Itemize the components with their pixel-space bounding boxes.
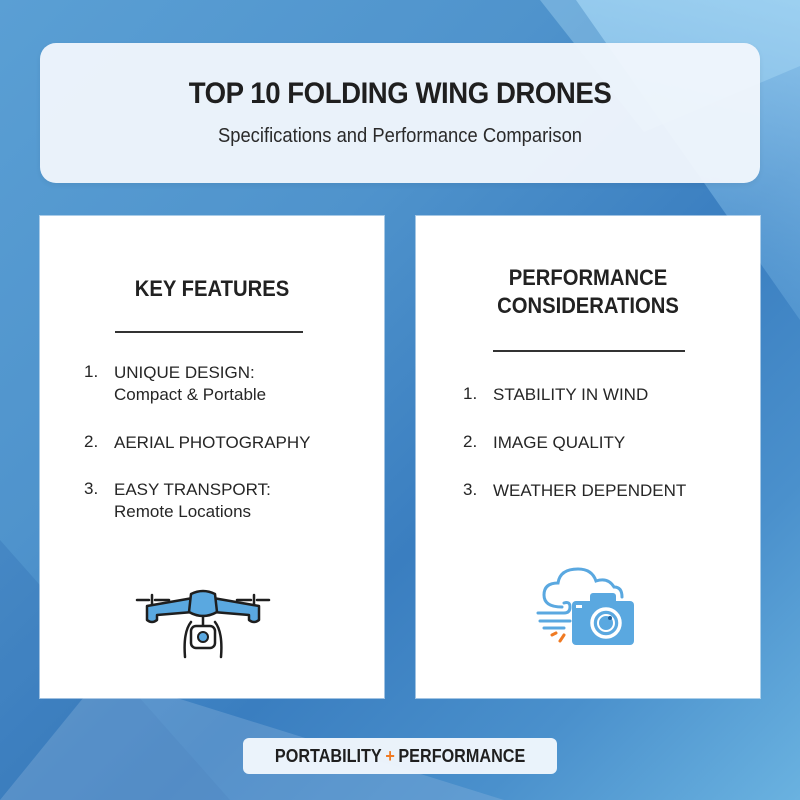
footer-badge: PORTABILITY+PERFORMANCE: [243, 738, 557, 774]
plus-icon: +: [385, 746, 395, 766]
list-item: 2. AERIAL PHOTOGRAPHY: [84, 432, 311, 454]
list-item: 3. EASY TRANSPORT: Remote Locations: [84, 479, 311, 523]
key-features-panel: KEY FEATURES 1. UNIQUE DESIGN: Compact &…: [40, 216, 384, 698]
list-item: 2. IMAGE QUALITY: [463, 432, 686, 454]
list-number: 1.: [84, 362, 99, 381]
list-number: 2.: [463, 432, 478, 451]
header-card: TOP 10 FOLDING WING DRONES Specification…: [40, 43, 760, 183]
list-sublabel: Remote Locations: [114, 502, 252, 521]
drone-icon: [135, 589, 271, 659]
footer-right-label: PERFORMANCE: [398, 746, 526, 766]
panel-title: KEY FEATURES: [134, 276, 290, 301]
panel-title-line: PERFORMANCE: [508, 265, 668, 290]
divider: [493, 350, 685, 352]
features-list: 1. UNIQUE DESIGN: Compact & Portable 2. …: [84, 362, 311, 548]
page-title: TOP 10 FOLDING WING DRONES: [188, 77, 612, 110]
performance-list: 1. STABILITY IN WIND 2. IMAGE QUALITY 3.…: [463, 384, 686, 528]
list-number: 1.: [463, 384, 478, 403]
list-item: 1. STABILITY IN WIND: [463, 384, 686, 406]
footer-left-label: PORTABILITY: [274, 746, 382, 766]
list-label: WEATHER DEPENDENT: [493, 481, 687, 500]
list-label: STABILITY IN WIND: [493, 385, 649, 404]
list-item: 3. WEATHER DEPENDENT: [463, 480, 686, 502]
list-label: IMAGE QUALITY: [493, 433, 626, 452]
list-label: UNIQUE DESIGN:: [114, 363, 255, 382]
list-label: EASY TRANSPORT:: [114, 480, 271, 499]
list-sublabel: Compact & Portable: [114, 385, 267, 404]
page-subtitle: Specifications and Performance Compariso…: [217, 125, 583, 147]
weather-camera-icon: [536, 567, 634, 645]
list-label: AERIAL PHOTOGRAPHY: [114, 433, 311, 452]
list-number: 3.: [84, 479, 99, 498]
performance-considerations-panel: PERFORMANCE CONSIDERATIONS 1. STABILITY …: [416, 216, 760, 698]
panel-title-line: CONSIDERATIONS: [497, 293, 679, 318]
divider: [115, 331, 303, 333]
list-number: 2.: [84, 432, 99, 451]
list-number: 3.: [463, 480, 478, 499]
panel-title: PERFORMANCE CONSIDERATIONS: [430, 264, 746, 320]
list-item: 1. UNIQUE DESIGN: Compact & Portable: [84, 362, 311, 406]
